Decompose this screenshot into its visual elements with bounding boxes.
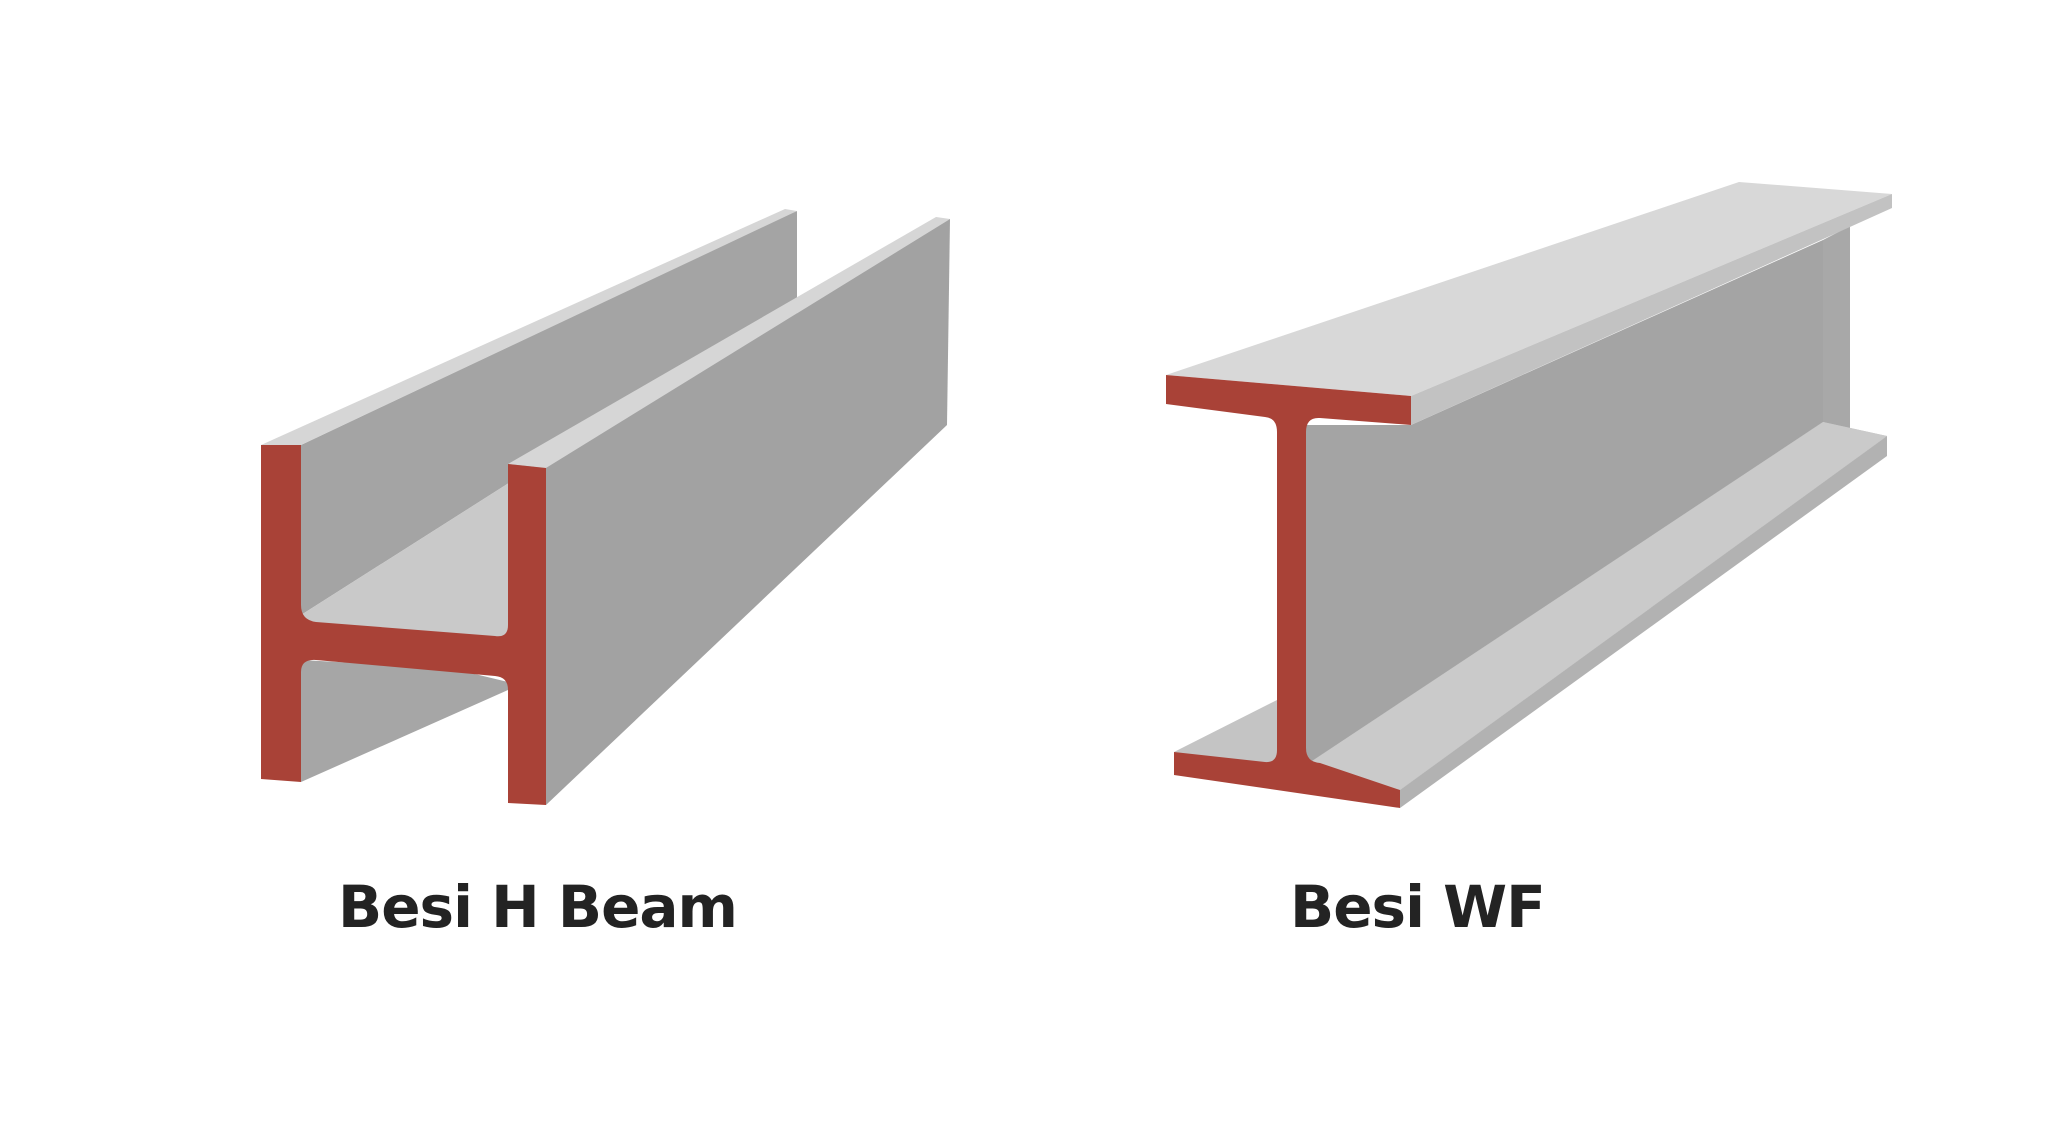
h-beam-left-flange-inner-face — [301, 211, 797, 615]
wf-beam-bottom-flange-top-far — [1306, 422, 1887, 790]
h-beam-right-flange-outer-face — [546, 219, 950, 805]
wf-beam-web-face — [1306, 240, 1823, 765]
h-beam-label: Besi H Beam — [338, 873, 738, 941]
wf-beam-top-flange-edge — [1411, 194, 1892, 425]
h-beam-cross-section — [261, 445, 546, 805]
wf-beam-top-flange-top — [1166, 182, 1892, 396]
h-beam-illustration — [261, 209, 950, 805]
h-beam-left-flange-top-edge — [261, 209, 797, 445]
wf-beam-label: Besi WF — [1290, 873, 1546, 941]
h-beam-lower-inner-face — [301, 660, 508, 782]
wf-beam-cross-section — [1166, 375, 1411, 808]
h-beam-right-flange-top-edge — [508, 217, 950, 468]
wf-beam-back-web — [1823, 226, 1850, 430]
wf-beam-bottom-flange-edge — [1400, 436, 1887, 808]
wf-beam-illustration — [1166, 182, 1892, 808]
